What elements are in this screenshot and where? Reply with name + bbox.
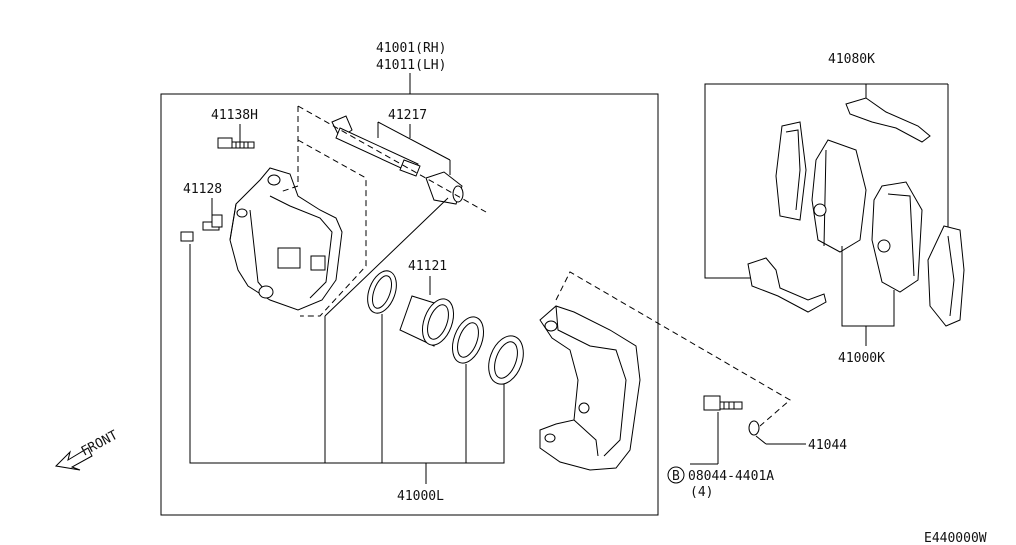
- label-41080k: 41080K: [828, 52, 875, 67]
- piston-seal-ring: [367, 270, 397, 314]
- label-41001-rh: 41001(RH): [376, 41, 446, 56]
- label-41121: 41121: [408, 259, 447, 274]
- bolt-marker-circle: [667, 466, 685, 484]
- bleeder-41128: [202, 214, 223, 231]
- label-41138h: 41138H: [211, 108, 258, 123]
- bleeder-screw-41138h: [217, 137, 255, 149]
- pad-clip-lower: [747, 257, 827, 313]
- caliper-body: [229, 167, 343, 311]
- figure-code: E440000W: [924, 531, 987, 545]
- label-front: FRONT: [79, 428, 121, 460]
- leader-41000k: [841, 246, 895, 327]
- mounting-bolt: [703, 395, 743, 411]
- brake-pad-inner: [871, 181, 923, 293]
- caliper-bracket: [539, 305, 641, 471]
- front-arrow-icon: [54, 447, 93, 471]
- pin-boot-41217: [425, 171, 464, 205]
- label-41217: 41217: [388, 108, 427, 123]
- piston-41121: [399, 295, 455, 347]
- label-41011-lh: 41011(LH): [376, 58, 446, 73]
- bolt-marker-letter: B: [672, 469, 680, 484]
- dust-boot-ring: [488, 335, 524, 385]
- cap-41128: [180, 231, 194, 242]
- leader-41000l-tree: [189, 244, 505, 464]
- label-41000l: 41000L: [397, 489, 444, 504]
- label-41128: 41128: [183, 182, 222, 197]
- pad-shim-inner: [927, 225, 965, 327]
- pad-clip-upper: [845, 97, 931, 143]
- label-41000k: 41000K: [838, 351, 885, 366]
- pad-shim-outer: [775, 121, 807, 221]
- brake-pad-outer: [811, 139, 867, 253]
- label-41044: 41044: [808, 438, 847, 453]
- label-bolt-quantity: (4): [690, 485, 713, 500]
- pad-kit-frame: [704, 83, 840, 279]
- washer-41044: [748, 420, 760, 436]
- label-08044-4401a: 08044-4401A: [688, 469, 774, 484]
- piston-boot-ring: [451, 316, 485, 364]
